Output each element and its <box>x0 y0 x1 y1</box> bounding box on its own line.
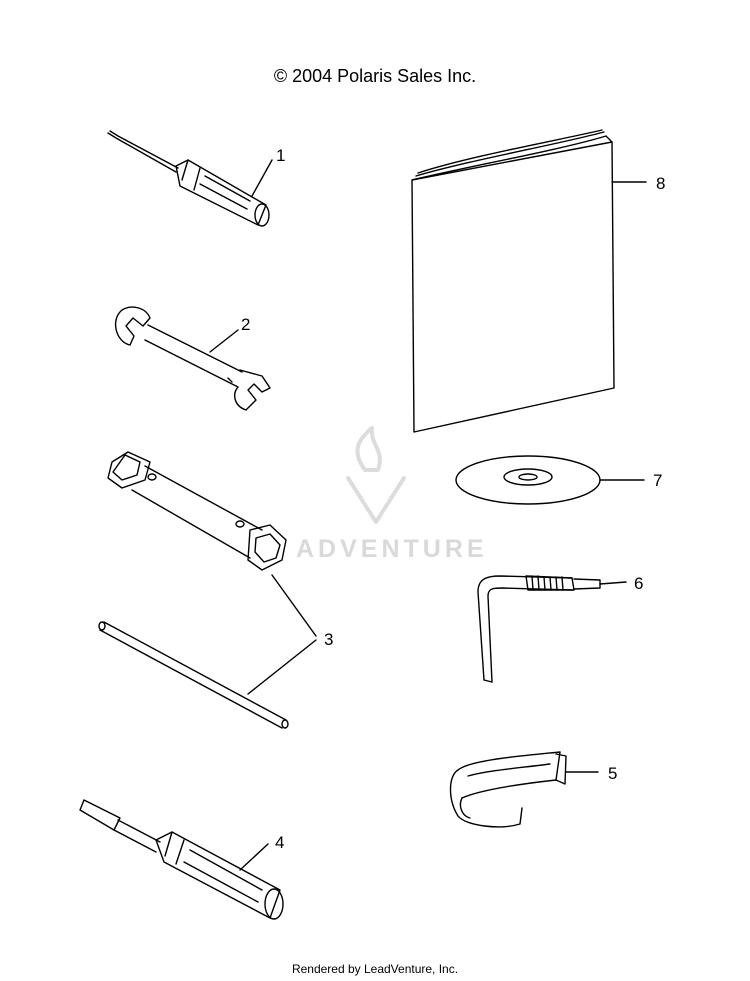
leader-6 <box>599 581 627 585</box>
callout-5: 5 <box>608 764 618 783</box>
part-2-wrench <box>114 306 271 411</box>
part-6-hex-key <box>477 575 601 683</box>
part-4-screwdriver <box>79 799 284 920</box>
watermark-logo <box>346 426 406 524</box>
callout-3: 3 <box>324 630 334 649</box>
callout-8: 8 <box>656 174 666 193</box>
callout-2: 2 <box>241 315 251 334</box>
leader-3a <box>271 574 317 637</box>
part-3-socket-tool <box>107 451 287 571</box>
copyright-text: © 2004 Polaris Sales Inc. <box>273 66 477 86</box>
part-3-handle-bar <box>98 621 289 729</box>
part-5-strap <box>449 751 567 828</box>
part-7-disc <box>455 455 601 505</box>
footer-text: Rendered by LeadVenture, Inc. <box>291 962 459 976</box>
callout-1: 1 <box>276 146 286 165</box>
callout-6: 6 <box>634 574 644 593</box>
leader-3b <box>247 639 317 695</box>
part-8-manual <box>411 129 615 433</box>
leader-1 <box>251 159 273 197</box>
leader-2 <box>209 329 239 353</box>
part-1-screwdriver <box>107 130 270 227</box>
callout-4: 4 <box>275 833 285 852</box>
leader-4 <box>239 843 269 871</box>
callout-7: 7 <box>653 471 663 490</box>
watermark-text: ADVENTURE <box>296 535 488 563</box>
